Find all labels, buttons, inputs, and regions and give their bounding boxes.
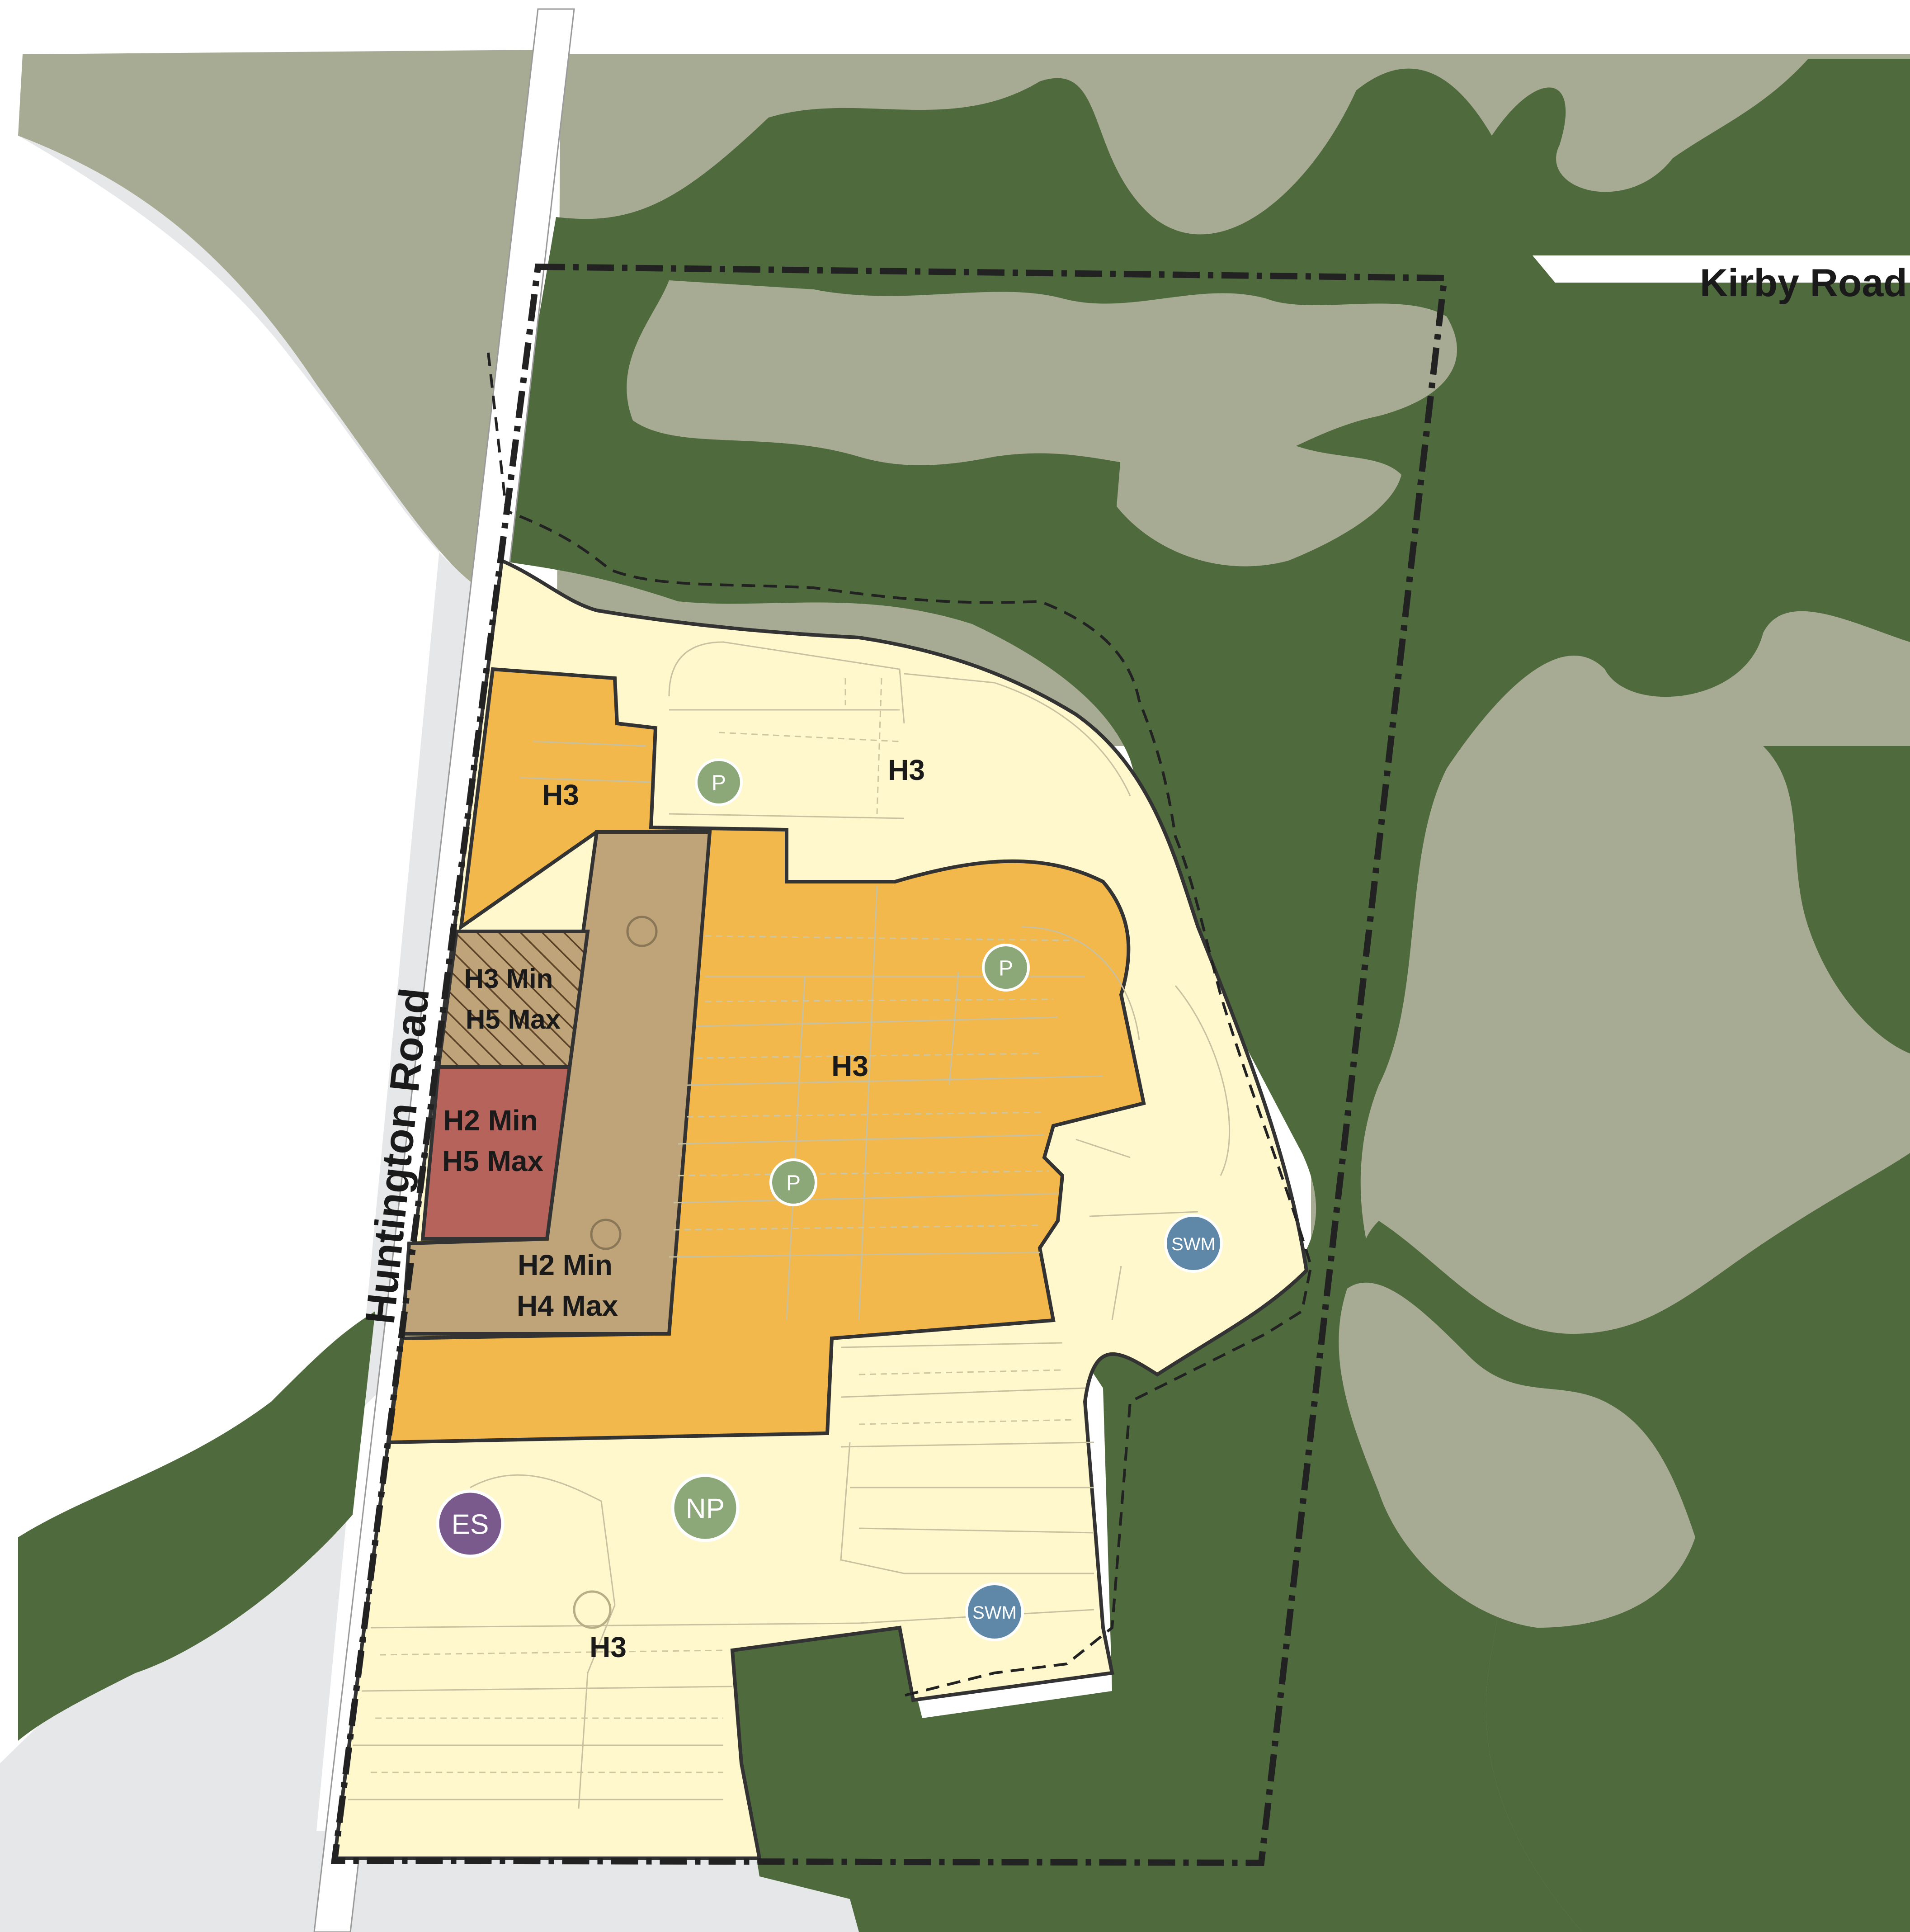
park-symbol-1[interactable]: P [695,758,743,806]
park-symbol-2[interactable]: P [982,944,1030,992]
zone-label-h3-northwest: H3 [542,779,579,811]
natural-heritage-main [497,59,1910,1932]
park-symbol-2-label: P [999,957,1013,981]
roundabout-3 [573,1590,612,1629]
zone-label-h2min-h4max-line2: H4 Max [517,1290,618,1322]
zone-label-h2min-h5max-line1: H2 Min [443,1104,538,1137]
park-symbol-1-label: P [712,771,726,795]
zone-label-h3-north: H3 [888,754,925,786]
swm-symbol-2-label: SWM [972,1603,1017,1623]
swm-symbol-1-label: SWM [1171,1234,1216,1254]
roundabout-2 [590,1219,622,1250]
zone-label-h3-south: H3 [590,1631,627,1663]
elementary-school-label: ES [452,1509,489,1540]
street-network [348,641,1231,1809]
agricultural-pocket-north [627,280,1457,471]
kirby-road-label: Kirby Road [1700,261,1907,305]
zone-label-h3-central: H3 [831,1050,868,1082]
medium-density-residential [387,667,1146,1445]
swm-symbol-1[interactable]: SWM [1164,1214,1223,1273]
neighbourhood-park-label: NP [686,1493,725,1525]
natural-heritage-southwest [18,1311,375,1741]
natural-heritage-east-corridor [1763,746,1910,1053]
zone-label-h2min-h4max-line1: H2 Min [518,1249,613,1281]
agricultural-land-northwest [18,50,547,588]
park-symbol-3[interactable]: P [769,1158,817,1206]
roundabout-1 [626,916,658,947]
zone-label-h3min-h5max-line2: H5 Max [466,1004,561,1034]
zone-h2min-h5max [420,1065,572,1241]
study-area-boundary [331,263,1448,1866]
lot-lines [371,678,1076,1773]
neighbourhood-park-symbol[interactable]: NP [671,1474,740,1542]
environmental-limit-dashed [487,352,1313,1697]
agricultural-pocket-center [1117,433,1401,567]
swm-symbol-2[interactable]: SWM [965,1582,1024,1641]
zone-label-h3min-h5max-line1: H3 Min [464,964,553,994]
park-symbol-3-label: P [786,1171,801,1195]
agricultural-pocket-southeast [1339,1282,1695,1628]
zone-label-h2min-h5max-line2: H5 Max [442,1145,544,1177]
elementary-school-symbol[interactable]: ES [436,1489,505,1558]
zone-h3min-h5max [436,930,590,1069]
kirby-road [1533,255,1910,283]
